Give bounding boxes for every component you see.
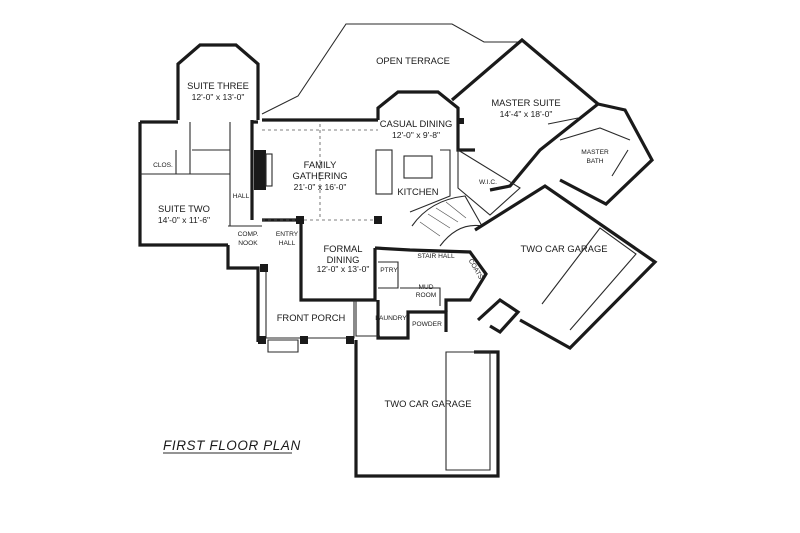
label-wic: W.I.C. — [479, 179, 497, 186]
label-room: ROOM — [416, 292, 437, 299]
label-open-terrace: OPEN TERRACE — [376, 55, 450, 66]
label-stair-hall: STAIR HALL — [417, 253, 455, 260]
label-master-suite: MASTER SUITE — [491, 97, 560, 108]
dim-suite-two: 14'-0" x 11'-6" — [158, 215, 210, 225]
label-powder: POWDER — [412, 321, 442, 328]
label-gathering: GATHERING — [292, 170, 347, 181]
label-hall: HALL — [233, 193, 250, 200]
label-clos: CLOS. — [153, 162, 173, 169]
label-nook: NOOK — [238, 240, 258, 247]
label-comp: COMP. — [238, 231, 259, 238]
label-family: FAMILY — [304, 159, 337, 170]
room-labels: OPEN TERRACE SUITE THREE 12'-0" x 13'-0"… — [153, 55, 609, 409]
label-dining: DINING — [327, 254, 360, 265]
plan-title: FIRST FLOOR PLAN — [163, 438, 301, 453]
label-formal: FORMAL — [323, 243, 362, 254]
label-entry-hall: HALL — [279, 240, 296, 247]
dim-formal-dining: 12'-0" x 13'-0" — [317, 264, 370, 274]
label-two-car-garage-bottom: TWO CAR GARAGE — [385, 398, 472, 409]
dim-master-suite: 14'-4" x 18'-0" — [500, 109, 553, 119]
exterior-walls — [138, 23, 658, 478]
label-suite-two: SUITE TWO — [158, 203, 210, 214]
label-front-porch: FRONT PORCH — [277, 312, 346, 323]
dim-suite-three: 12'-0" x 13'-0" — [192, 92, 245, 102]
label-entry: ENTRY — [276, 231, 299, 238]
dim-family-gathering: 21'-0" x 16'-0" — [294, 182, 347, 192]
label-kitchen: KITCHEN — [397, 186, 438, 197]
label-mud: MUD — [418, 284, 433, 291]
label-master: MASTER — [581, 149, 609, 156]
label-casual-dining: CASUAL DINING — [380, 118, 453, 129]
label-suite-three: SUITE THREE — [187, 80, 249, 91]
label-two-car-garage-right: TWO CAR GARAGE — [521, 243, 608, 254]
label-ptry: PTRY — [380, 267, 398, 274]
label-bath: BATH — [586, 158, 603, 165]
dim-casual-dining: 12'-0" x 9'-8" — [392, 130, 440, 140]
label-laundry: LAUNDRY — [375, 315, 407, 322]
